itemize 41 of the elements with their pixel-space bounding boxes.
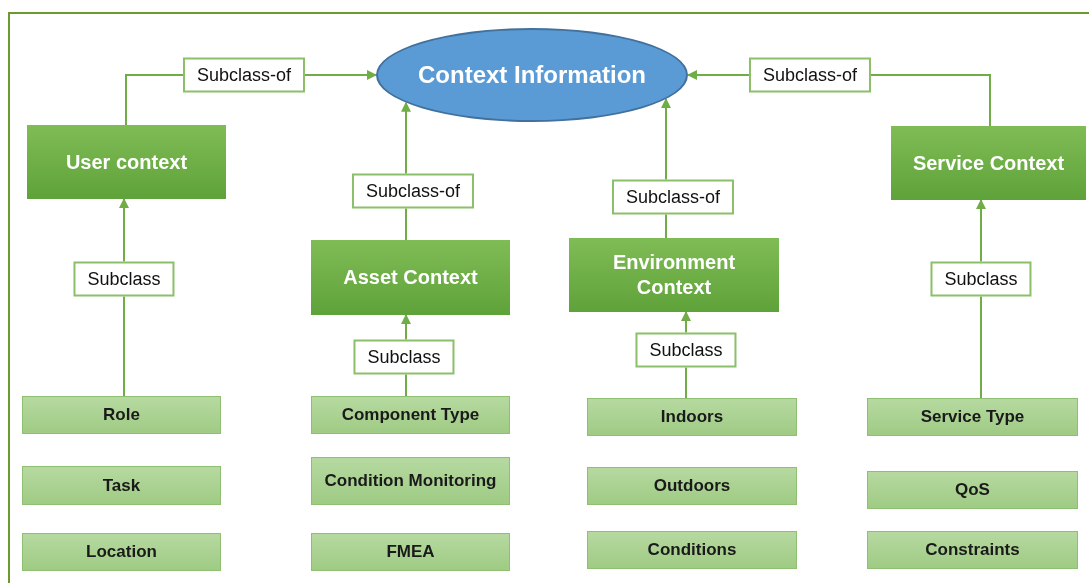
node-label: Conditions [647,539,737,561]
edge-label: Subclass-of [612,179,734,215]
edge-label: Subclass [73,261,175,297]
edge-label: Subclass [635,332,737,368]
category-box [891,126,1086,200]
edge-label: Subclass-of [183,57,305,93]
item-box [311,533,510,571]
item-box [22,466,221,505]
edge-label: Subclass [930,261,1032,297]
item-box [587,398,797,436]
item-box [311,457,510,505]
node-label: Service Context [912,150,1065,176]
item-box [22,396,221,434]
item-box [867,398,1078,436]
item-box [22,533,221,571]
node-label: Role [103,404,140,426]
node-label: User context [65,149,188,175]
node-label: Constraints [925,539,1020,561]
item-box [867,471,1078,509]
edge-label: Subclass-of [352,173,474,209]
node-label: Service Type [920,406,1025,428]
category-box [27,125,226,199]
item-box [311,396,510,434]
node-label: Location [86,541,157,563]
item-box [587,467,797,505]
node-label: QoS [955,479,990,501]
node-label: Asset Context [343,265,478,290]
node-label: Environment Context [611,250,737,300]
edge-label: Subclass [353,339,455,375]
node-label: Context Information [418,60,646,90]
item-box [587,531,797,569]
node-label: FMEA [386,541,435,563]
node-label: Component Type [341,404,480,426]
node-label: Indoors [660,406,724,428]
category-box [311,240,510,315]
category-box [569,238,779,312]
node-label: Condition Monitoring [324,470,497,492]
edge-label: Subclass-of [749,57,871,93]
item-box [867,531,1078,569]
node-label: Outdoors [653,475,731,497]
node-label: Task [102,474,141,497]
